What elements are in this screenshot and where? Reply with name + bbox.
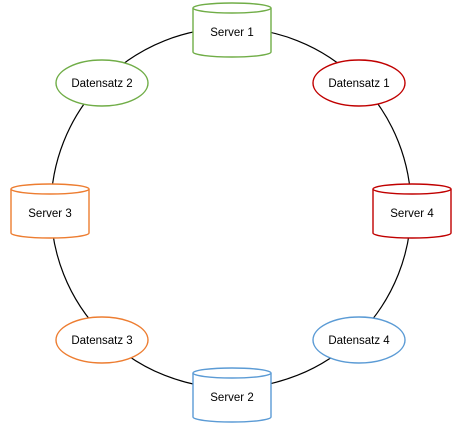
server-3-cylinder-top	[10, 183, 90, 195]
server-1-cylinder-top	[192, 2, 272, 14]
datensatz-2-ellipse	[55, 59, 149, 107]
datensatz-3-ellipse	[55, 316, 149, 364]
server-4-label: Server 4	[390, 208, 434, 220]
datensatz-3-node: Datensatz 3	[55, 316, 149, 364]
datensatz-2-node: Datensatz 2	[55, 59, 149, 107]
server-1-label: Server 1	[210, 27, 253, 39]
server-2-cylinder-body	[192, 373, 272, 423]
server-4-cylinder-top	[372, 183, 452, 195]
server-3-label: Server 3	[28, 208, 71, 220]
datensatz-1-label: Datensatz 1	[328, 78, 389, 90]
datensatz-4-ellipse	[312, 316, 406, 364]
server-3-node: Server 3	[10, 183, 90, 239]
server-4-node: Server 4	[372, 183, 452, 239]
server-3-cylinder-body	[10, 189, 90, 239]
server-2-node: Server 2	[192, 367, 272, 423]
datensatz-2-label: Datensatz 2	[71, 78, 132, 90]
server-2-label: Server 2	[210, 392, 253, 404]
datensatz-3-label: Datensatz 3	[71, 335, 132, 347]
server-1-node: Server 1	[192, 2, 272, 58]
server-4-cylinder-body	[372, 189, 452, 239]
server-1-cylinder-body	[192, 8, 272, 58]
datensatz-1-ellipse	[312, 59, 406, 107]
datensatz-4-node: Datensatz 4	[312, 316, 406, 364]
datensatz-1-node: Datensatz 1	[312, 59, 406, 107]
server-2-cylinder-top	[192, 367, 272, 379]
datensatz-4-label: Datensatz 4	[328, 335, 390, 347]
